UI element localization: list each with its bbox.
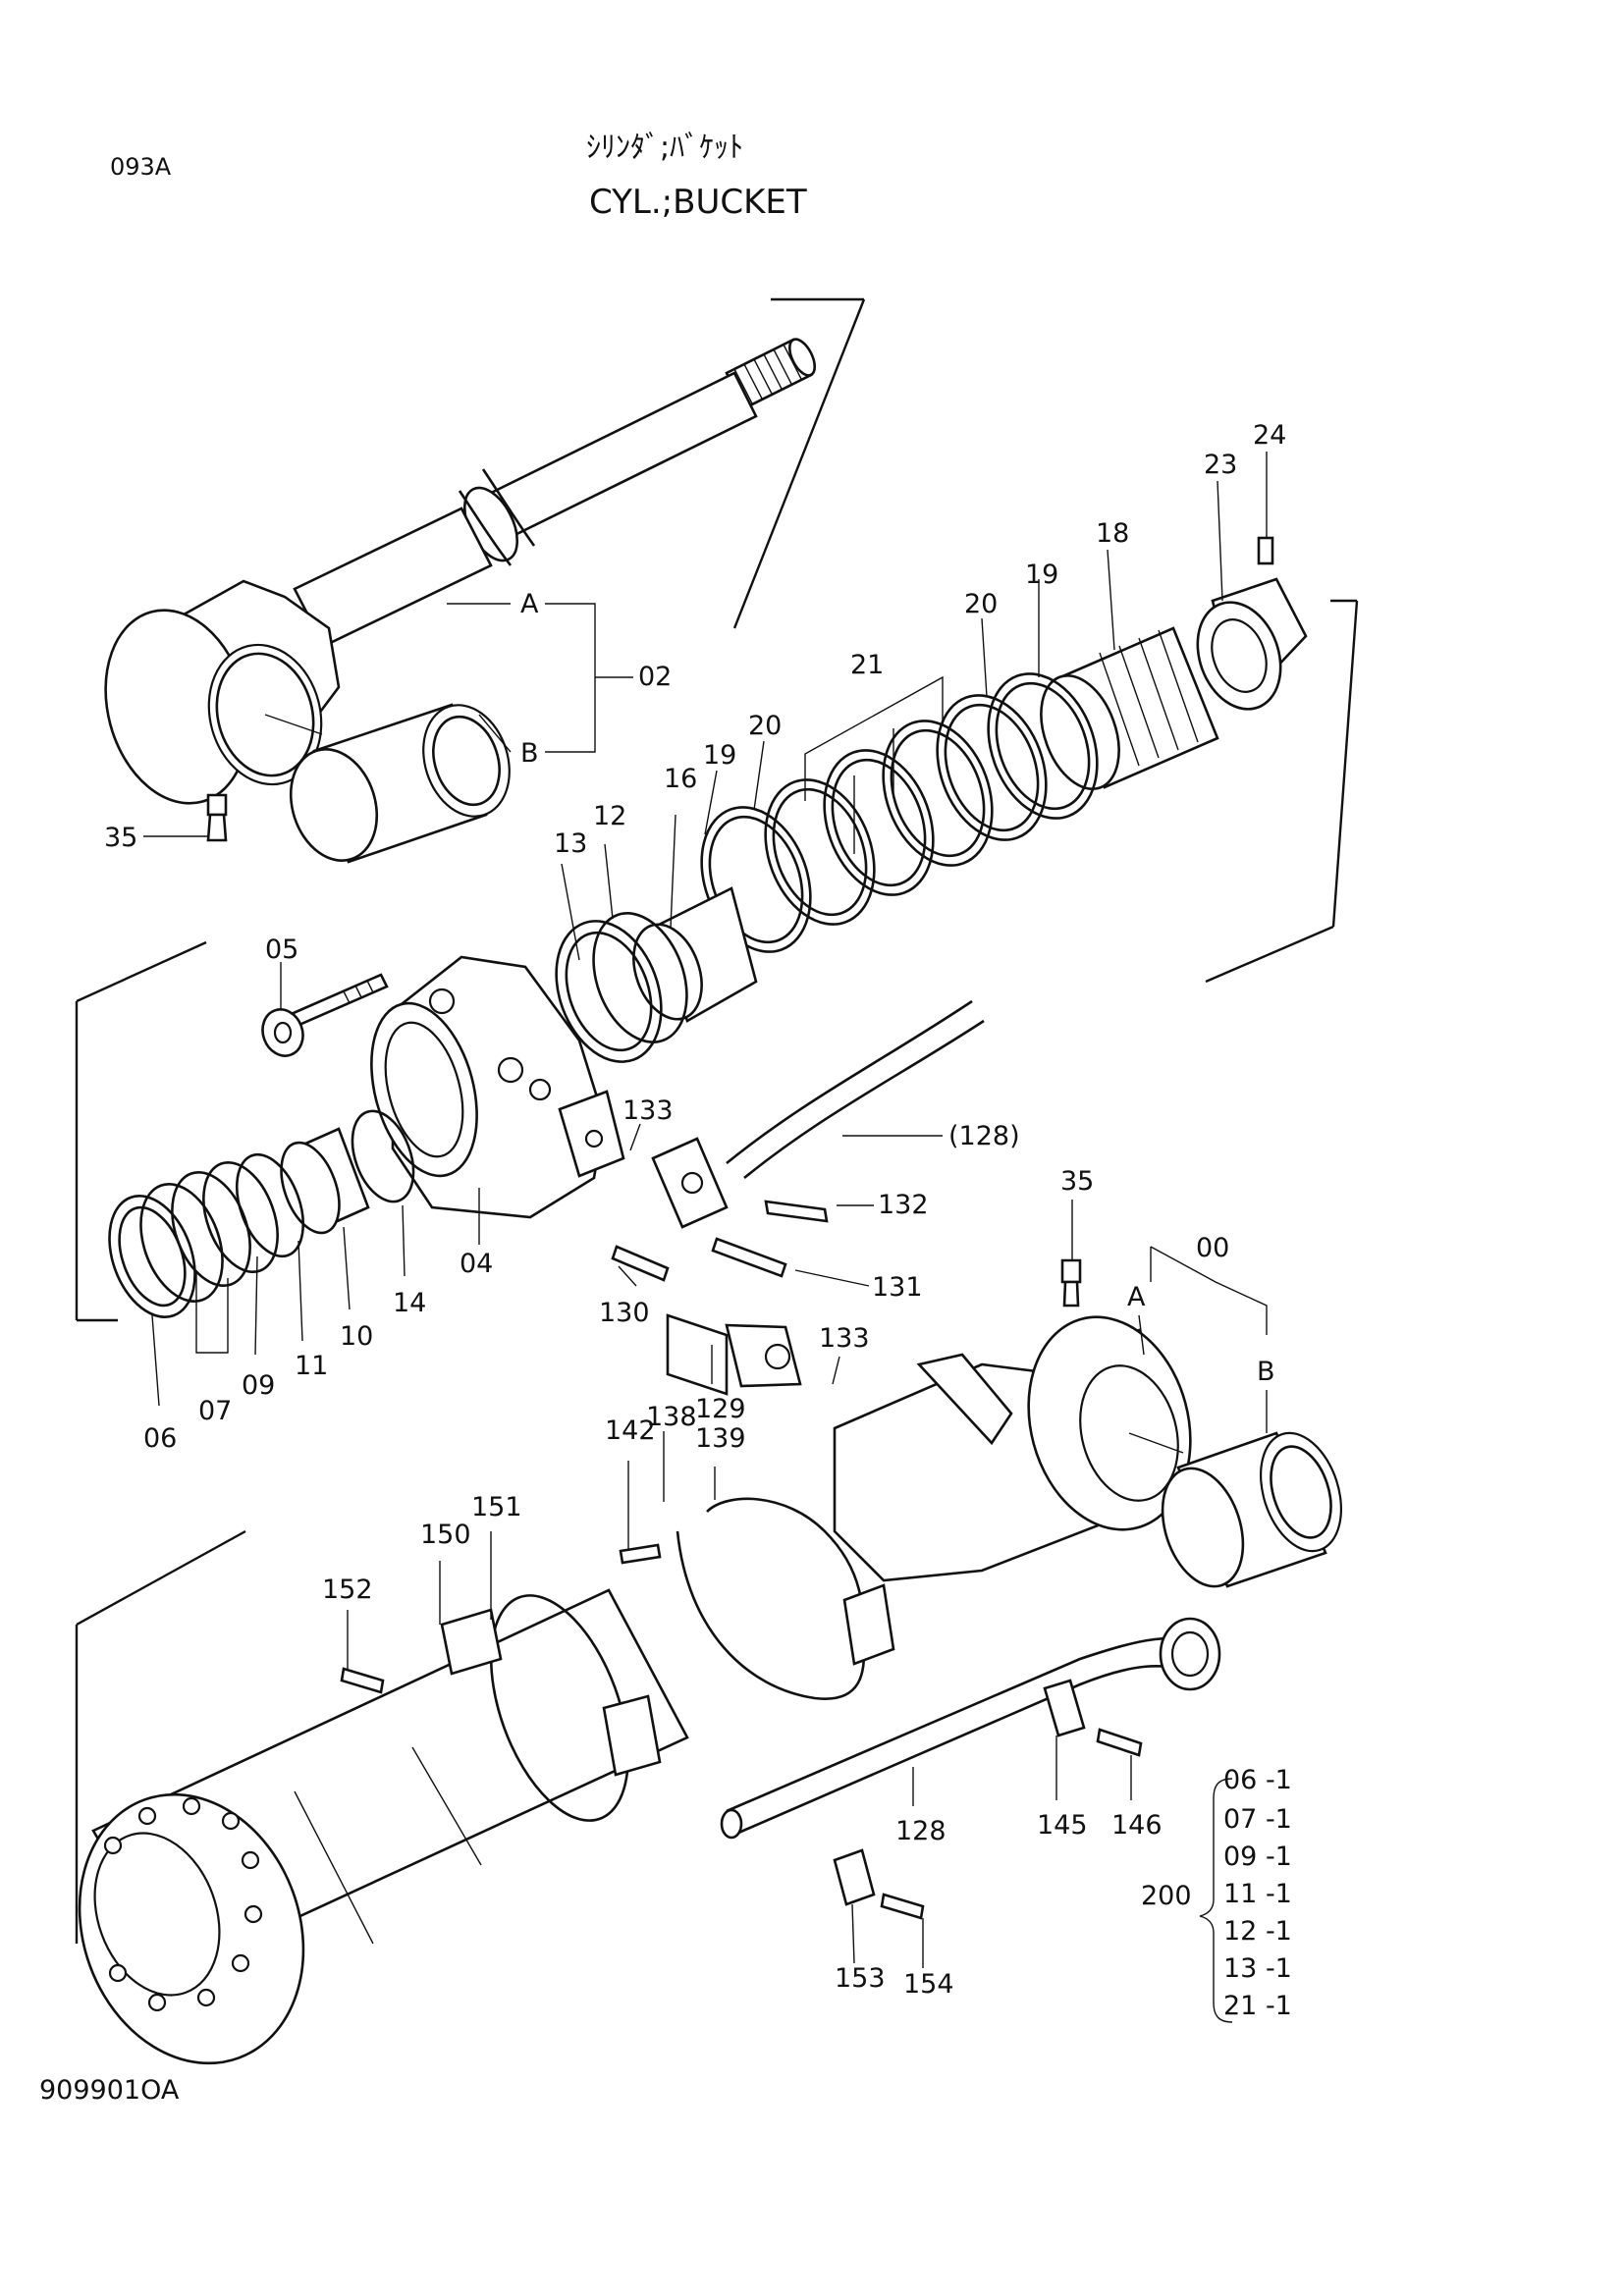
callout-128: 128 bbox=[895, 1816, 947, 1846]
callout-07: 07 bbox=[198, 1396, 232, 1426]
callout-133-upper: 133 bbox=[622, 1095, 674, 1126]
callout-11: 11 bbox=[295, 1351, 328, 1381]
callout-00: 00 bbox=[1196, 1233, 1229, 1263]
callout-152: 152 bbox=[322, 1575, 373, 1605]
kit-item: 11 -1 bbox=[1223, 1879, 1292, 1909]
callout-labels: 24 23 18 19 20 A 02 B 21 20 19 16 12 13 … bbox=[104, 420, 1286, 2000]
callout-133-lower: 133 bbox=[819, 1323, 870, 1354]
callout-23: 23 bbox=[1204, 450, 1237, 480]
callout-35-upper: 35 bbox=[104, 823, 137, 853]
callout-128-ref: (128) bbox=[948, 1121, 1020, 1151]
callout-130: 130 bbox=[599, 1298, 650, 1328]
callout-151: 151 bbox=[471, 1492, 522, 1522]
kit-item: 13 -1 bbox=[1223, 1953, 1292, 1984]
callout-a-upper: A bbox=[520, 589, 539, 619]
kit-item: 06 -1 bbox=[1223, 1765, 1292, 1795]
callout-153: 153 bbox=[835, 1963, 886, 1994]
callout-06: 06 bbox=[143, 1423, 177, 1454]
callout-35-lower: 35 bbox=[1060, 1166, 1094, 1197]
callout-16: 16 bbox=[664, 764, 697, 794]
seal-kit-list: 200 06 -1 07 -1 09 -1 11 -1 12 -1 13 -1 … bbox=[1141, 1765, 1292, 2021]
kit-item: 07 -1 bbox=[1223, 1804, 1292, 1835]
rod-head-drawing bbox=[75, 940, 985, 1396]
callout-24: 24 bbox=[1253, 420, 1286, 451]
piston-seal-drawing bbox=[261, 536, 1359, 1063]
kit-item: 21 -1 bbox=[1223, 1991, 1292, 2021]
callout-02: 02 bbox=[638, 662, 672, 692]
callout-04: 04 bbox=[460, 1249, 493, 1279]
callout-132: 132 bbox=[878, 1190, 929, 1220]
callout-129: 129 bbox=[695, 1394, 746, 1424]
callout-146: 146 bbox=[1111, 1810, 1163, 1841]
callout-150: 150 bbox=[420, 1520, 471, 1550]
leader-lines bbox=[143, 452, 1268, 2023]
callout-b-upper: B bbox=[520, 738, 539, 769]
callout-145: 145 bbox=[1037, 1810, 1088, 1841]
callout-20-upper: 20 bbox=[964, 589, 998, 619]
title-japanese: ｼﾘﾝﾀﾞ;ﾊﾞｹｯﾄ bbox=[586, 131, 743, 165]
callout-131: 131 bbox=[872, 1272, 923, 1303]
callout-142: 142 bbox=[605, 1415, 656, 1446]
callout-b-lower: B bbox=[1257, 1357, 1275, 1387]
callout-154: 154 bbox=[903, 1969, 954, 2000]
kit-number: 200 bbox=[1141, 1881, 1192, 1911]
kit-item: 12 -1 bbox=[1223, 1916, 1292, 1947]
callout-a-lower: A bbox=[1127, 1282, 1146, 1312]
callout-18: 18 bbox=[1096, 518, 1129, 549]
page-code: 093A bbox=[110, 153, 172, 181]
callout-05: 05 bbox=[265, 934, 298, 965]
cylinder-tube-drawing bbox=[75, 1258, 1343, 2065]
drawing-number: 909901OA bbox=[39, 2075, 180, 2106]
callout-09: 09 bbox=[242, 1370, 275, 1401]
callout-138: 138 bbox=[646, 1402, 697, 1432]
callout-21: 21 bbox=[850, 650, 884, 680]
callout-14: 14 bbox=[393, 1288, 426, 1318]
callout-139: 139 bbox=[695, 1423, 746, 1454]
callout-12: 12 bbox=[593, 801, 626, 831]
callout-13: 13 bbox=[554, 828, 587, 859]
callout-19-upper: 19 bbox=[1025, 560, 1058, 590]
kit-item: 09 -1 bbox=[1223, 1842, 1292, 1872]
callout-10: 10 bbox=[340, 1321, 373, 1352]
callout-19-lower: 19 bbox=[703, 740, 736, 771]
callout-20-lower: 20 bbox=[748, 711, 782, 741]
title-english: CYL.;BUCKET bbox=[589, 183, 807, 222]
piston-rod-drawing bbox=[104, 297, 866, 864]
